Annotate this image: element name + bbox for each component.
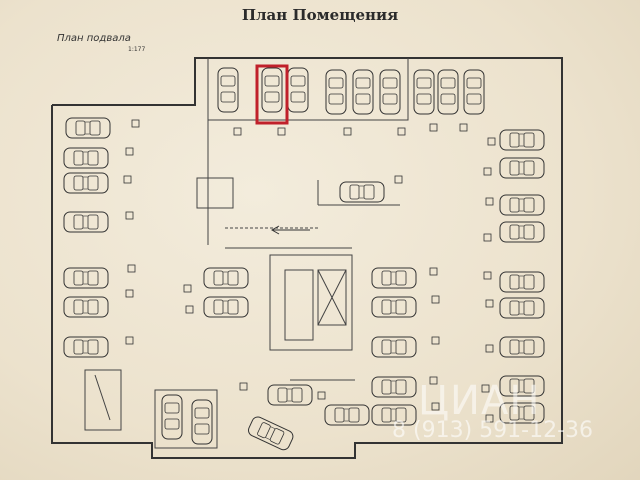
page-title: План Помещения bbox=[241, 6, 399, 24]
highlighted-parking-spot bbox=[255, 64, 289, 125]
watermark-text: ЦИАН bbox=[418, 378, 541, 424]
inner-walls bbox=[84, 58, 409, 449]
spot-number-boxes bbox=[123, 119, 496, 423]
center-right-cars bbox=[371, 267, 417, 426]
scale-note: 1:177 bbox=[128, 46, 146, 53]
outer-walls bbox=[51, 57, 563, 459]
plan-subtitle: План подвала bbox=[57, 33, 131, 44]
center-left-cars bbox=[161, 181, 385, 453]
direction-arrow bbox=[270, 225, 310, 235]
watermark-phone: 8 (913) 591-12-36 bbox=[392, 418, 593, 443]
left-column-cars bbox=[63, 117, 111, 358]
